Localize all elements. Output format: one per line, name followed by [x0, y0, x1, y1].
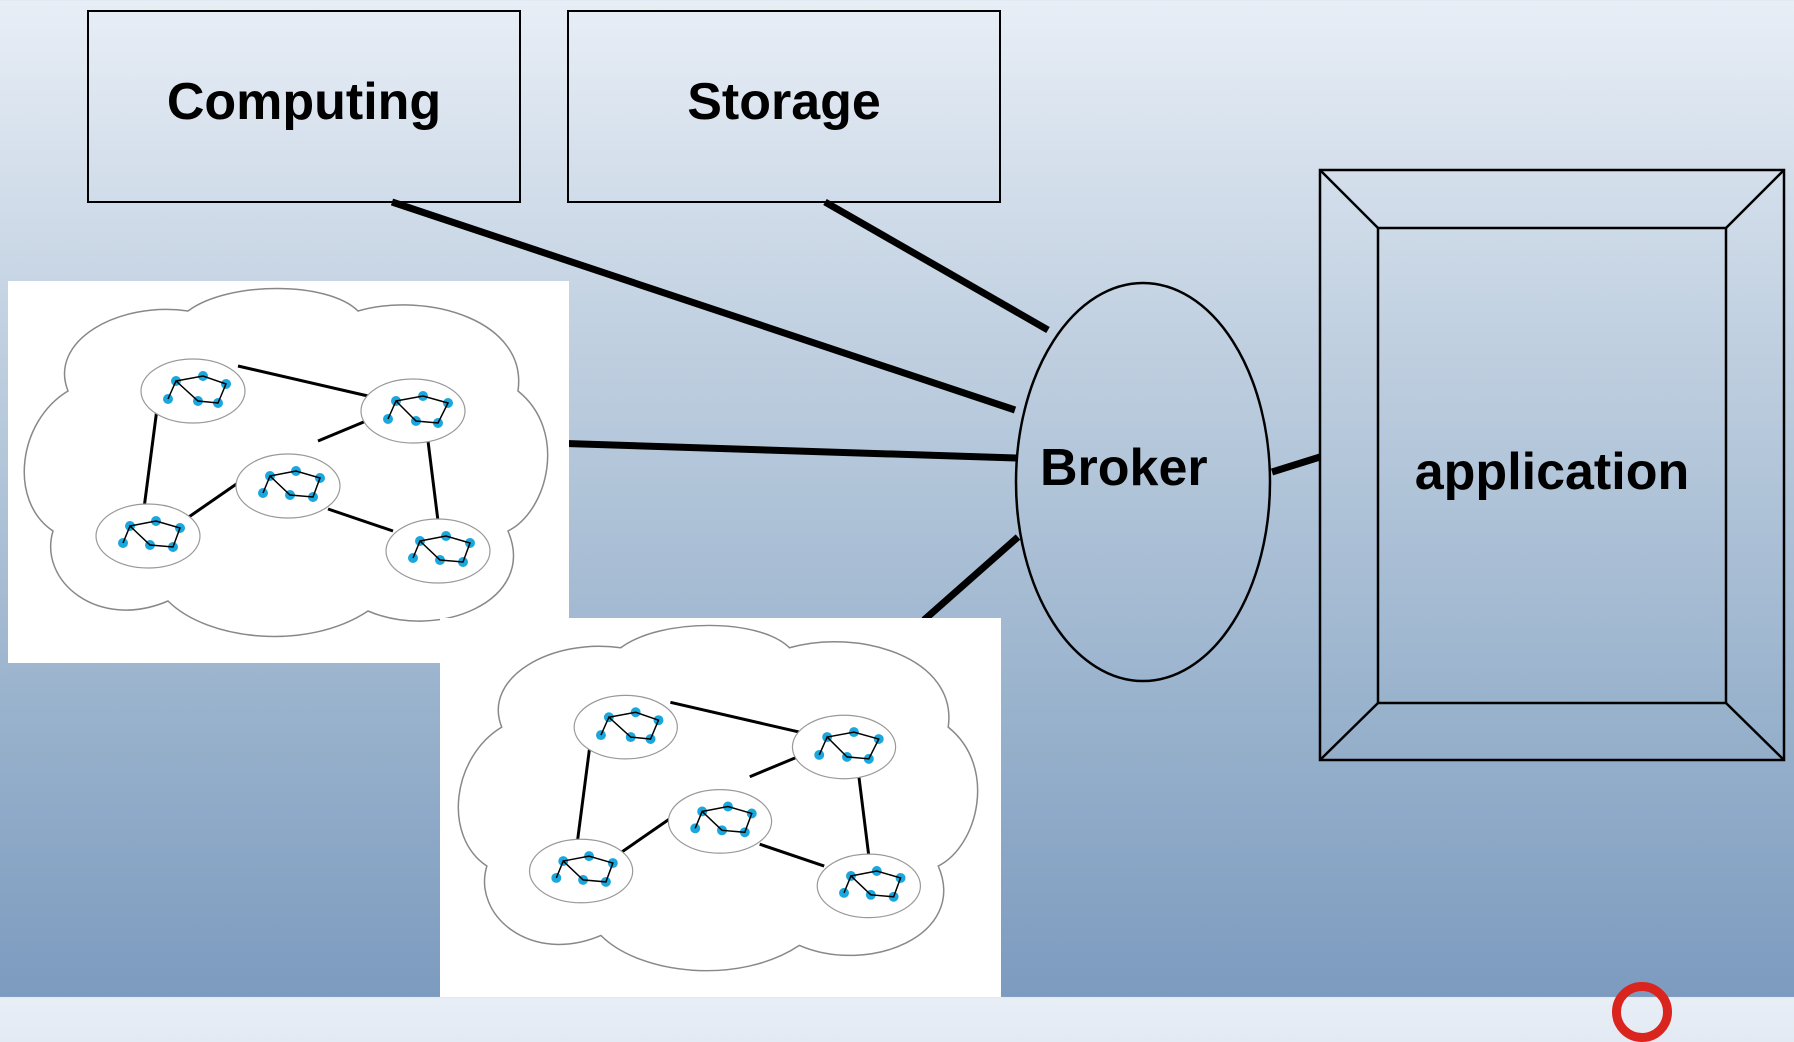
cloud2-broker-line: [921, 534, 1021, 623]
application-label: application: [1414, 443, 1690, 501]
network-cloud-panel: [8, 281, 569, 663]
network-cloud-image: [457, 624, 979, 972]
cloud1-broker-line: [487, 437, 1017, 462]
network-cloud-panel: [440, 618, 1001, 997]
network-links: [141, 364, 440, 533]
connector-layer: [390, 198, 1322, 623]
computing-broker-line: [390, 198, 1017, 414]
network-cloud-image: [23, 287, 549, 638]
broker-label: Broker: [1040, 439, 1208, 497]
broker-application-line: [1270, 453, 1322, 476]
storage-label: Storage: [687, 72, 881, 131]
computing-label: Computing: [166, 72, 442, 131]
subnet-cluster: [528, 694, 922, 919]
logo-icon: [1612, 982, 1672, 1042]
storage-box: Storage: [567, 10, 1001, 203]
computing-box: Computing: [87, 10, 521, 203]
storage-broker-line: [823, 198, 1050, 334]
